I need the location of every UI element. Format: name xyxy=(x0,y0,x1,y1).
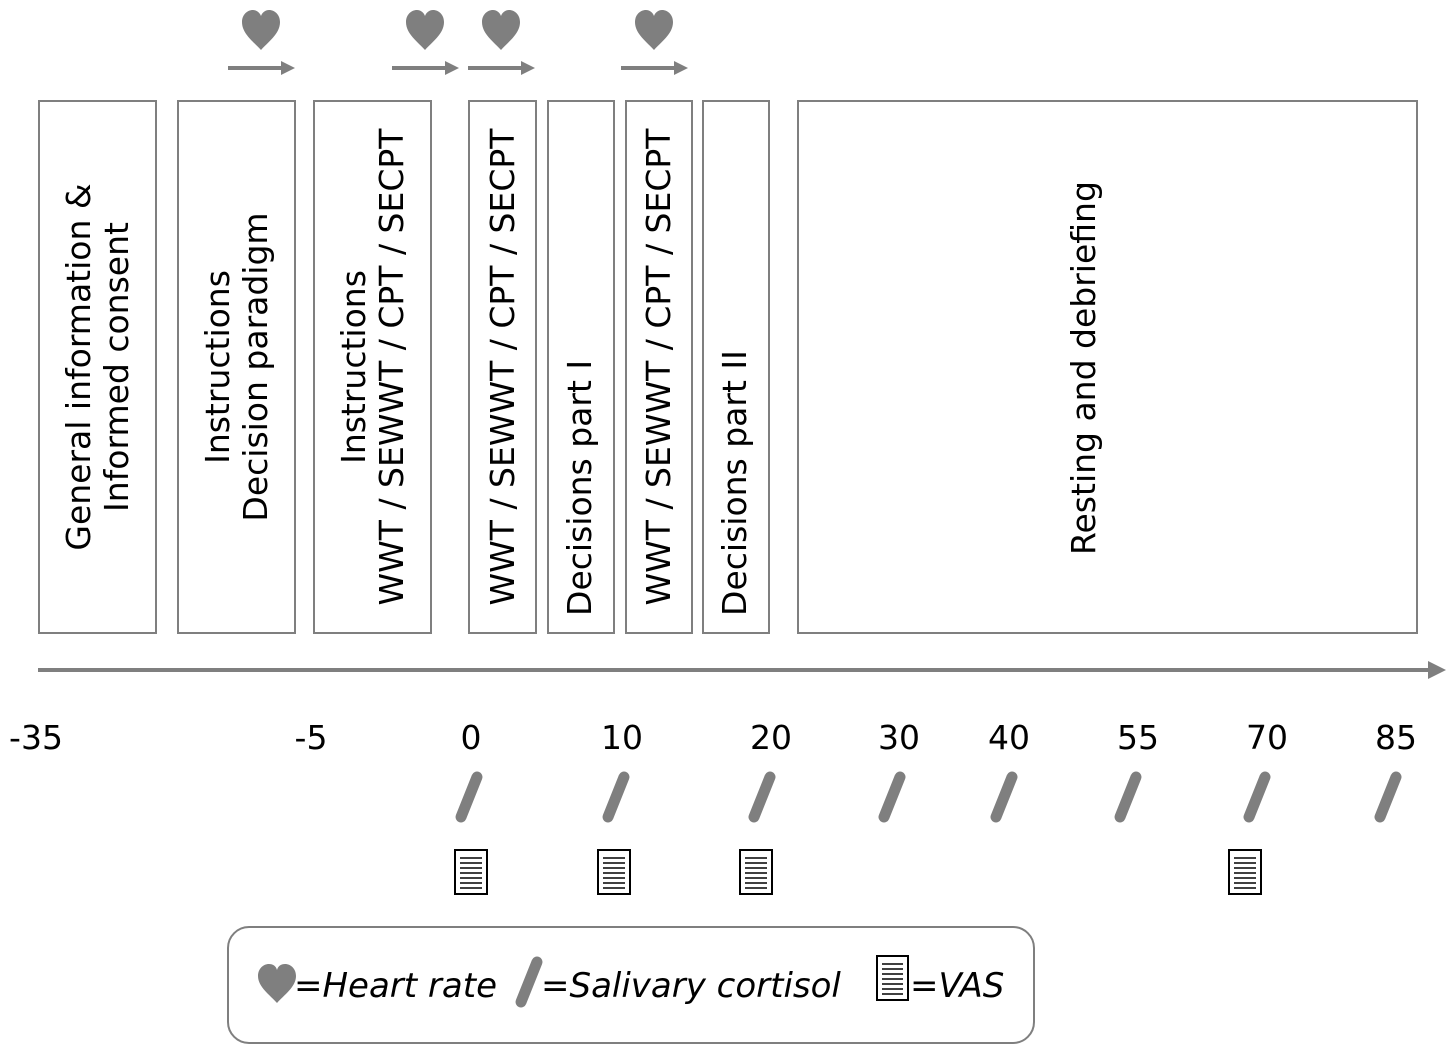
document-icon xyxy=(454,849,488,895)
tick-label: -5 xyxy=(294,718,328,757)
phase-instructions-decision-label: Instructions Decision paradigm xyxy=(197,212,275,522)
tick-label: -35 xyxy=(9,718,63,757)
document-icon xyxy=(597,849,631,895)
phase-consent-box: General information & Informed consent xyxy=(38,100,157,634)
heart-rate-marker xyxy=(392,10,459,75)
phase-resting-box: Resting and debriefing xyxy=(797,100,1418,634)
heart-rate-markers xyxy=(228,10,688,75)
phase-resting-line-1: Resting and debriefing xyxy=(1064,181,1104,555)
phase-decisions-1-line-1: Decisions part I xyxy=(560,359,600,616)
phase-decisions-1-label: Decisions part I xyxy=(560,359,600,632)
heart-icon xyxy=(242,10,280,50)
legend-vas: =VAS xyxy=(910,966,1005,1006)
phase-task-1-box: WWT / SEWWT / CPT / SECPT xyxy=(468,100,537,634)
document-icon xyxy=(1228,849,1262,895)
time-axis-arrowhead xyxy=(1428,661,1446,679)
heart-rate-arrowhead xyxy=(445,61,459,75)
salivette-icon xyxy=(1243,771,1271,823)
phase-instructions-task-label: Instructions WWT / SEWWT / CPT / SECPT xyxy=(333,128,411,606)
heart-icon xyxy=(258,964,296,1003)
heart-icon xyxy=(482,10,520,50)
heart-rate-marker xyxy=(468,10,535,75)
salivette-icon xyxy=(515,956,543,1008)
tick-label: 70 xyxy=(1246,718,1288,757)
tick-label: 55 xyxy=(1117,718,1159,757)
heart-rate-arrowhead xyxy=(521,61,535,75)
tick-label: 10 xyxy=(601,718,643,757)
tick-label: 30 xyxy=(878,718,920,757)
tick-label: 40 xyxy=(988,718,1030,757)
salivette-icon xyxy=(748,771,776,823)
phase-resting-label: Resting and debriefing xyxy=(1064,181,1104,555)
phase-consent-line-1: General information & xyxy=(58,183,98,551)
salivette-icon xyxy=(990,771,1018,823)
heart-icon xyxy=(406,10,444,50)
phase-instructions-decision-line-2: Decision paradigm xyxy=(235,212,275,522)
document-icon xyxy=(739,849,773,895)
legend-heart-rate: =Heart rate xyxy=(294,966,497,1006)
phase-instructions-decision-box: Instructions Decision paradigm xyxy=(177,100,296,634)
phase-instructions-task-box: Instructions WWT / SEWWT / CPT / SECPT xyxy=(313,100,432,634)
phase-decisions-1-box: Decisions part I xyxy=(547,100,615,634)
phase-decisions-2-box: Decisions part II xyxy=(702,100,770,634)
salivette-icon xyxy=(455,771,483,823)
legend-icons xyxy=(258,955,909,1008)
phase-consent-line-2: Informed consent xyxy=(96,222,136,512)
tick-label: 20 xyxy=(750,718,792,757)
phase-task-1-label: WWT / SEWWT / CPT / SECPT xyxy=(482,128,522,606)
tick-label: 85 xyxy=(1375,718,1417,757)
heart-rate-arrowhead xyxy=(674,61,688,75)
heart-icon xyxy=(635,10,673,50)
document-icon xyxy=(876,955,909,1001)
phase-task-2-box: WWT / SEWWT / CPT / SECPT xyxy=(625,100,693,634)
tick-label: 0 xyxy=(460,718,482,757)
phase-instructions-task-line-2: WWT / SEWWT / CPT / SECPT xyxy=(371,128,411,606)
legend-cortisol: =Salivary cortisol xyxy=(541,966,841,1006)
phase-instructions-decision-line-1: Instructions xyxy=(197,270,237,464)
heart-rate-marker xyxy=(621,10,688,75)
salivette-icon xyxy=(1374,771,1402,823)
salivette-icon xyxy=(1114,771,1142,823)
phase-task-2-label: WWT / SEWWT / CPT / SECPT xyxy=(639,128,679,606)
phase-decisions-2-line-1: Decisions part II xyxy=(715,350,755,616)
phase-task-2-line-1: WWT / SEWWT / CPT / SECPT xyxy=(639,128,679,606)
time-axis xyxy=(38,661,1446,679)
salivette-icon xyxy=(602,771,630,823)
salivette-icon xyxy=(878,771,906,823)
phase-instructions-task-line-1: Instructions xyxy=(333,270,373,464)
phase-task-1-line-1: WWT / SEWWT / CPT / SECPT xyxy=(482,128,522,606)
heart-rate-arrowhead xyxy=(281,61,295,75)
phase-consent-label: General information & Informed consent xyxy=(58,183,136,551)
phase-decisions-2-label: Decisions part II xyxy=(715,350,755,632)
sample-markers xyxy=(454,771,1402,895)
heart-rate-marker xyxy=(228,10,295,75)
